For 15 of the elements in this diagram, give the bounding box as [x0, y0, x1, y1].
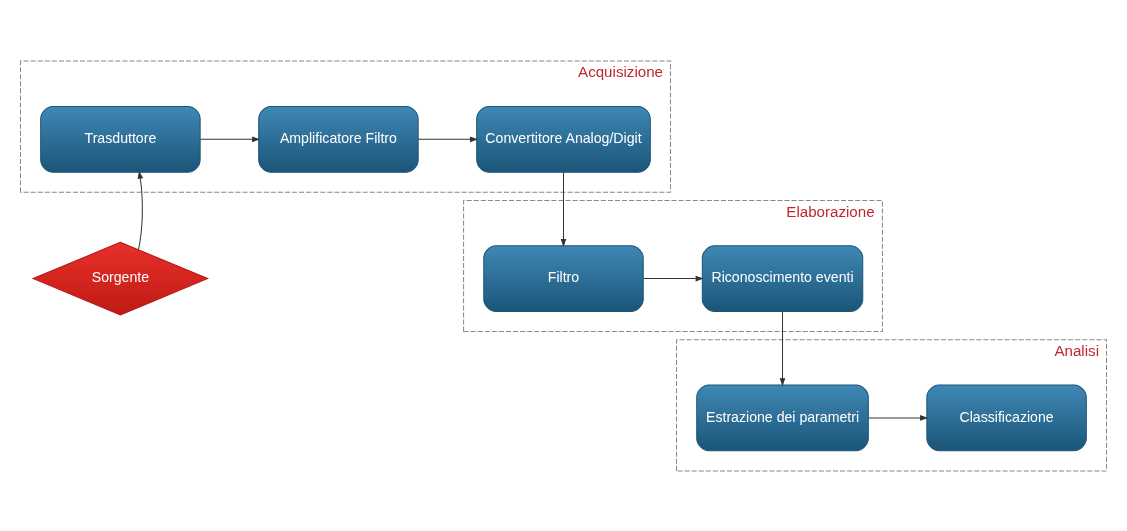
node-box: Convertitore Analog/Digit: [476, 105, 651, 173]
node-diamond: Sorgente: [31, 241, 210, 315]
node-box: Riconoscimento eventi: [701, 244, 864, 312]
arrow: [137, 170, 144, 250]
arrow: [868, 414, 929, 421]
arrow: [417, 136, 479, 142]
node-box: Filtro: [483, 244, 644, 312]
arrow: [560, 171, 567, 247]
arrow: [199, 136, 261, 142]
node-box: Estrazione dei parametri: [696, 384, 869, 451]
node-box: Classificazione: [926, 384, 1087, 451]
node-box: Amplificatore Filtro: [258, 105, 419, 173]
node-box: Trasduttore: [40, 105, 201, 173]
arrow: [643, 275, 704, 281]
arrow: [779, 310, 786, 386]
